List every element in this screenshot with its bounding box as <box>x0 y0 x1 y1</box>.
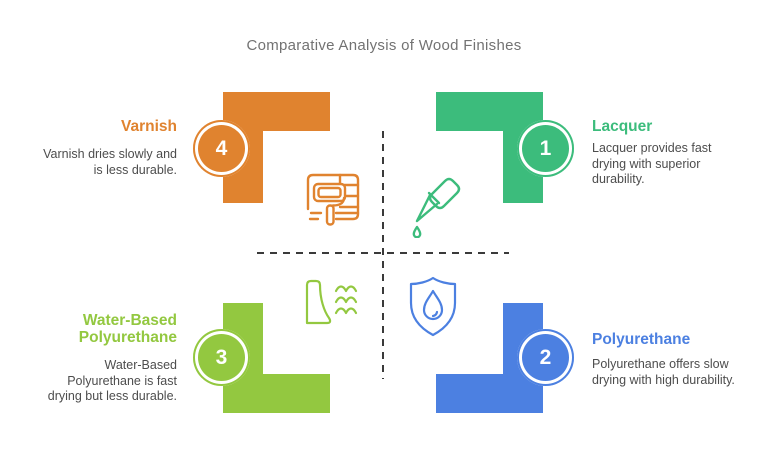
polyurethane-description: Polyurethane offers slow drying with hig… <box>592 357 735 387</box>
water-based-shape-horizontal-bar <box>223 374 330 413</box>
polyurethane-text-block: Polyurethane <box>592 331 762 349</box>
polyurethane-title: Polyurethane <box>592 331 691 348</box>
polyurethane-description-block: Polyurethane offers slow drying with hig… <box>592 357 762 388</box>
page-title: Comparative Analysis of Wood Finishes <box>246 37 522 54</box>
varnish-text-block: Varnish <box>7 118 177 136</box>
water-based-step-badge: 3 <box>193 329 250 386</box>
polyurethane-step-badge: 2 <box>517 329 574 386</box>
varnish-description-block: Varnish dries slowly and is less durable… <box>7 147 177 178</box>
water-based-description: Water-Based Polyurethane is fast drying … <box>47 358 177 403</box>
vertical-divider-dashed-line <box>382 131 384 379</box>
lacquer-step-number: 1 <box>539 136 552 160</box>
polyurethane-shape-horizontal-bar <box>436 374 543 413</box>
shield-droplet-icon <box>404 274 462 340</box>
water-based-title: Water-Based Polyurethane <box>78 312 177 346</box>
water-based-text-block: Water-Based Polyurethane <box>7 312 177 346</box>
varnish-step-badge: 4 <box>193 120 250 177</box>
water-flow-icon <box>300 279 362 327</box>
lacquer-title: Lacquer <box>592 118 653 135</box>
paint-roller-icon <box>299 172 363 232</box>
varnish-shape-horizontal-bar <box>223 92 330 131</box>
water-based-step-number: 3 <box>215 345 228 369</box>
lacquer-step-badge: 1 <box>517 120 574 177</box>
glue-bottle-icon <box>403 172 461 238</box>
varnish-description: Varnish dries slowly and is less durable… <box>43 147 177 177</box>
varnish-step-number: 4 <box>215 136 228 160</box>
varnish-title: Varnish <box>121 118 177 135</box>
lacquer-description-block: Lacquer provides fast drying with superi… <box>592 141 762 188</box>
lacquer-description: Lacquer provides fast drying with superi… <box>592 141 712 186</box>
lacquer-text-block: Lacquer <box>592 118 762 136</box>
polyurethane-step-number: 2 <box>539 345 552 369</box>
water-based-description-block: Water-Based Polyurethane is fast drying … <box>7 358 177 405</box>
lacquer-shape-horizontal-bar <box>436 92 543 131</box>
